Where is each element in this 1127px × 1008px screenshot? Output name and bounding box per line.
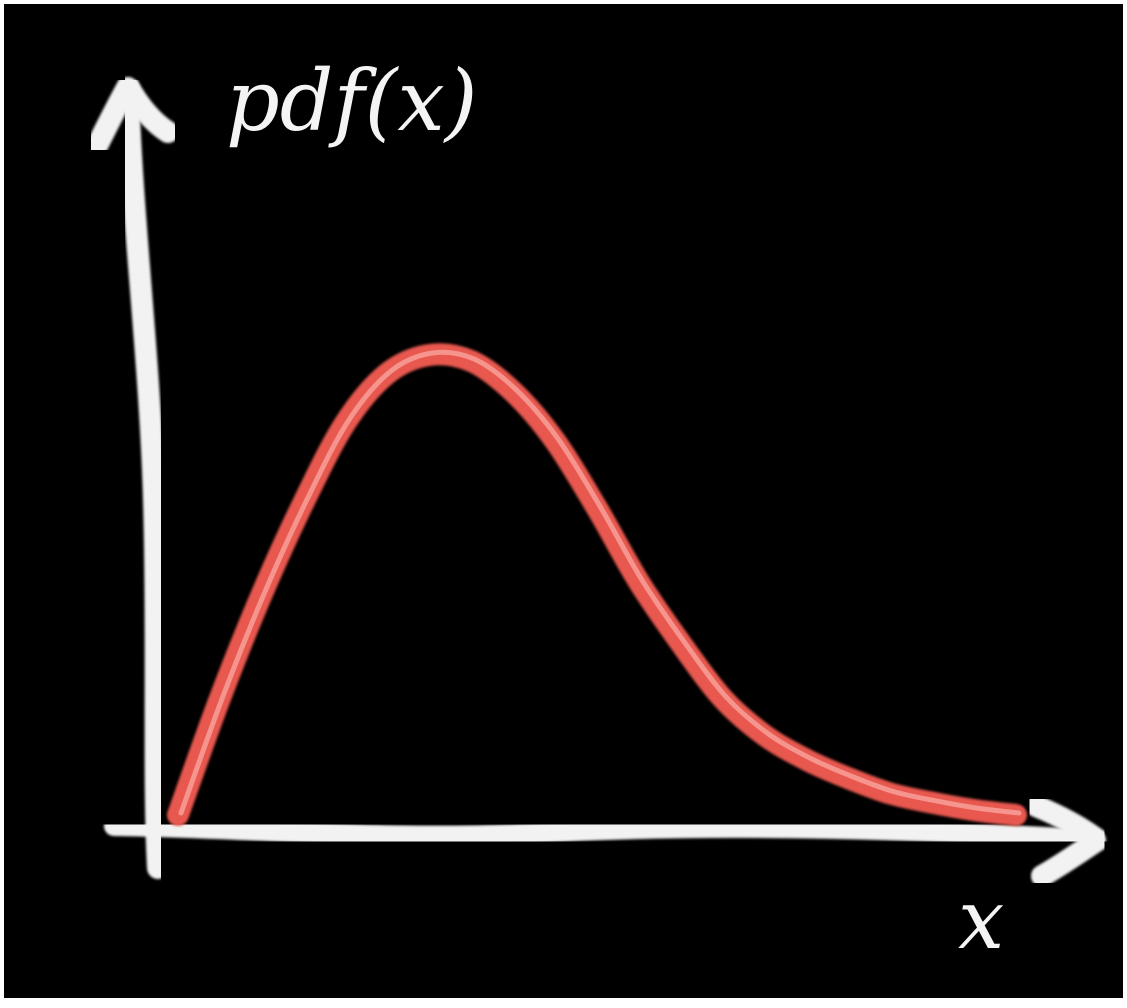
x-axis-label: x bbox=[958, 873, 1004, 968]
series-line-highlight-0 bbox=[178, 349, 1022, 816]
series-layer bbox=[167, 343, 1027, 826]
y-axis-label: pdf(x) bbox=[226, 52, 478, 150]
y-axis-arrowhead bbox=[87, 75, 179, 155]
chart-background bbox=[4, 4, 1123, 998]
x-axis-arrowhead bbox=[1025, 795, 1109, 887]
y-axis-line bbox=[117, 77, 169, 879]
x-axis-line bbox=[104, 816, 1106, 850]
